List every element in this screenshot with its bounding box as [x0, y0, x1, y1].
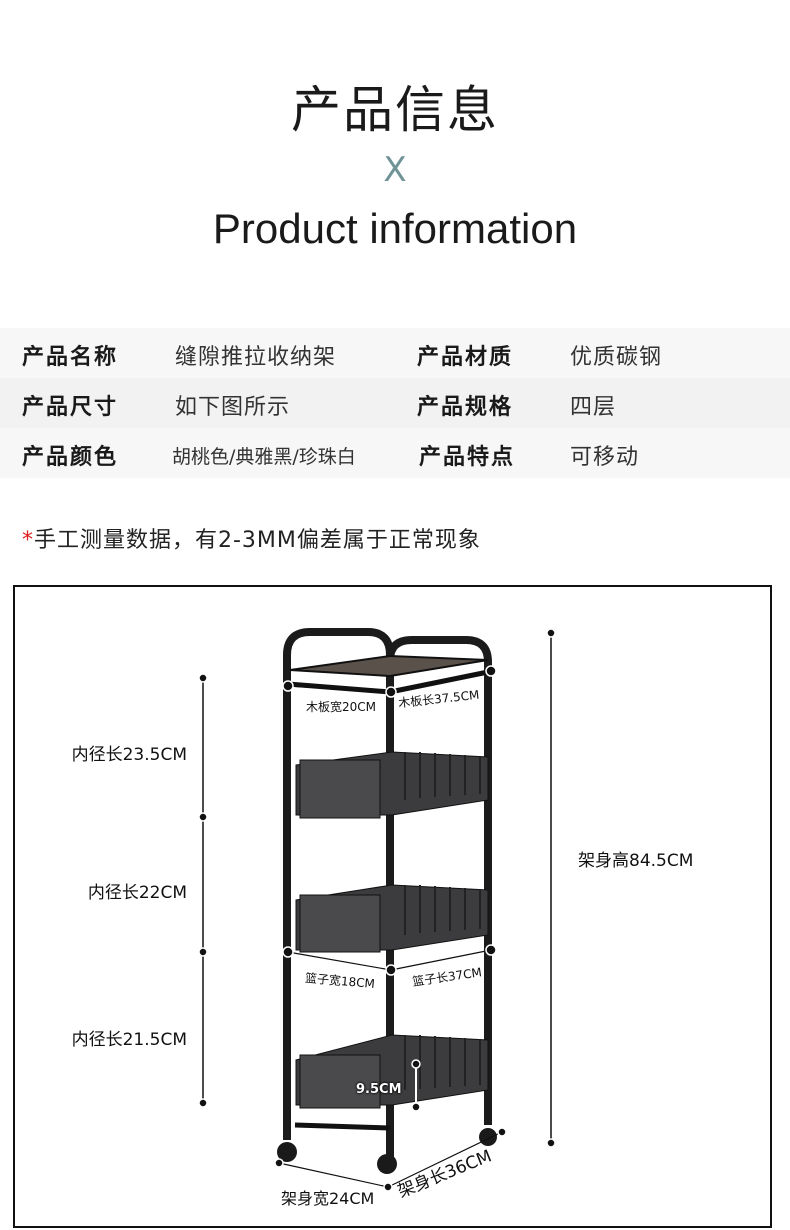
front-left-post [283, 628, 394, 1140]
wheels [277, 1128, 497, 1174]
spec-value: 可移动 [570, 445, 640, 470]
spec-value: 优质碳钢 [570, 345, 663, 370]
measurement-note: *手工测量数据，有2-3MM偏差属于正常现象 [22, 522, 481, 554]
title-chinese: 产品信息 [291, 81, 499, 139]
inner-length-bottom: 内径长21.5CM [71, 1030, 187, 1050]
spec-row: 产品尺寸 如下图所示 产品规格 四层 [0, 378, 790, 428]
spec-label: 产品名称 [22, 345, 119, 370]
title-separator: X [383, 150, 407, 190]
spec-label: 产品规格 [417, 395, 514, 420]
spec-label: 产品尺寸 [22, 395, 119, 420]
spec-value: 四层 [570, 395, 617, 420]
title-english: Product information [212, 205, 578, 252]
basket-depth-label: 9.5CM [356, 1082, 402, 1097]
spec-value: 如下图所示 [175, 395, 291, 420]
spec-row: 产品名称 缝隙推拉收纳架 产品材质 优质碳钢 [0, 328, 790, 378]
frame-height-label: 架身高84.5CM [578, 851, 694, 871]
wood-board [289, 654, 489, 678]
measure-dots [198, 628, 556, 1192]
frame-width-label: 架身宽24CM [281, 1189, 375, 1208]
back-post [386, 636, 492, 1125]
inner-length-middle: 内径长22CM [87, 883, 187, 903]
asterisk: * [22, 528, 34, 553]
spec-row: 产品颜色 胡桃色/典雅黑/珍珠白 产品特点 可移动 [0, 428, 790, 478]
spec-label: 产品材质 [417, 345, 514, 370]
board-width-label: 木板宽20CM [306, 700, 377, 714]
baskets [295, 751, 489, 1109]
spec-label: 产品颜色 [22, 445, 119, 470]
dimension-diagram-frame [13, 585, 772, 1228]
spec-value: 缝隙推拉收纳架 [175, 345, 337, 370]
inner-length-top: 内径长23.5CM [71, 745, 187, 765]
note-text: 手工测量数据，有2-3MM偏差属于正常现象 [34, 528, 481, 553]
spec-value: 胡桃色/典雅黑/珍珠白 [172, 446, 356, 468]
spec-label: 产品特点 [419, 445, 516, 470]
